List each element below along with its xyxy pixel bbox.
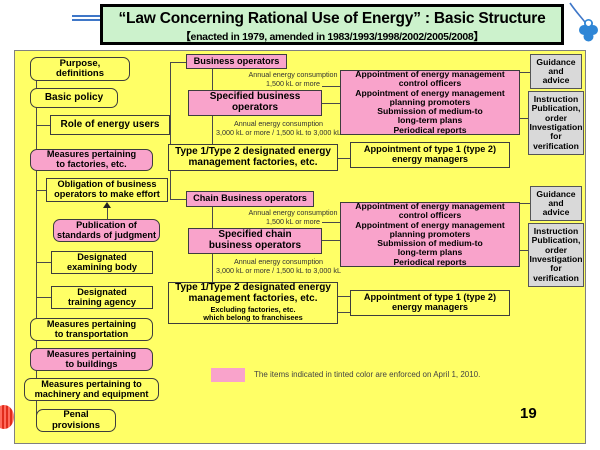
chain-vertical-line [212,207,213,232]
annotation-business-threshold-2: Annual energy consumption 3,000 kL or mo… [216,119,341,137]
node-measures-buildings[interactable]: Measures pertaining to buildings [30,348,153,371]
legend-color-swatch [211,368,245,382]
node-label: Appointment of type 1 (type 2) energy ma… [363,144,497,164]
blue-lines-decoration-icon [72,15,102,22]
node-instruction-publication-order-business[interactable]: Instruction Publication, order Investiga… [528,91,584,155]
node-obligation-of-business-operators[interactable]: Obligation of business operators to make… [46,178,168,202]
node-type1-type2-designated-factories-business[interactable]: Type 1/Type 2 designated energy manageme… [168,144,338,171]
node-label: Publication of standards of judgment [56,219,157,240]
left-branch-line [36,297,51,298]
page-subtitle: 【enacted in 1979, amended in 1983/1993/1… [180,31,484,43]
node-basic-policy[interactable]: Basic policy [30,88,118,108]
node-label: Guidance and advice [536,188,576,218]
chain-vertical-line [212,254,213,283]
node-label: Appointment of type 1 (type 2) energy ma… [363,292,497,312]
duties-connector-line [322,222,340,223]
instruction-connector-line [520,250,530,251]
node-label: Appointment of energy management control… [355,201,505,267]
node-duties-chain-business-operators[interactable]: Appointment of energy management control… [340,201,520,267]
annotation-business-threshold-1: Annual energy consumption 1,500 kL or mo… [248,70,338,88]
node-publication-standards-of-judgment[interactable]: Publication of standards of judgment [53,219,160,242]
clover-decoration-icon [566,2,600,48]
instruction-connector-line [520,118,530,119]
node-label: Appointment of energy management control… [355,69,505,135]
node-penal-provisions[interactable]: Penal provisions [36,409,116,432]
node-measures-machinery-equipment[interactable]: Measures pertaining to machinery and equ… [24,378,159,401]
node-specified-business-operators[interactable]: Specified business operators [188,90,322,116]
duties-connector-line [322,240,340,241]
publication-arrow-line [107,204,108,220]
managers-connector-line [338,312,350,313]
node-role-of-energy-users[interactable]: Role of energy users [50,115,170,135]
node-type1-type2-designated-factories-chain[interactable]: Type 1/Type 2 designated energy manageme… [168,282,338,324]
node-label: Specified business operators [209,91,301,113]
node-business-operators[interactable]: Business operators [186,54,287,69]
node-label: Designated training agency [68,286,136,307]
duties-connector-line [322,86,340,87]
node-appointment-energy-managers-business[interactable]: Appointment of type 1 (type 2) energy ma… [350,142,510,168]
node-label: Guidance and advice [536,56,576,86]
branch-connector-line [170,62,186,63]
left-spine-line [36,78,37,418]
node-label: Purpose, definitions [55,57,105,79]
node-appointment-energy-managers-chain[interactable]: Appointment of type 1 (type 2) energy ma… [350,290,510,316]
branch-connector-line [170,199,186,200]
business-vertical-line [212,69,213,94]
node-label: Instruction Publication, order Investiga… [529,94,583,151]
left-branch-line [36,190,46,191]
node-label: Penal provisions [51,409,101,431]
node-guidance-and-advice-business[interactable]: Guidance and advice [530,54,582,89]
managers-connector-line [338,296,350,297]
node-duties-business-operators[interactable]: Appointment of energy management control… [340,69,520,135]
node-label: Measures pertaining to transportation [46,318,137,339]
node-label: Basic policy [44,91,104,103]
annotation-chain-threshold-2: Annual energy consumption 3,000 kL or mo… [216,257,341,275]
duties-connector-line [322,103,340,104]
node-label: Measures pertaining to machinery and equ… [34,378,149,399]
node-label: Specified chain business operators [208,229,302,251]
factories-trunk-line [170,62,171,199]
business-vertical-line [212,116,213,145]
arrow-up-icon [103,202,111,208]
node-label: Designated examining body [67,251,137,272]
guidance-connector-line [520,203,530,204]
node-label: Obligation of business operators to make… [54,179,160,199]
node-designated-examining-body[interactable]: Designated examining body [51,251,153,274]
node-measures-factories[interactable]: Measures pertaining to factories, etc. [30,149,153,171]
node-sublabel: Excluding factories, etc. which belong t… [203,304,303,323]
node-guidance-and-advice-chain[interactable]: Guidance and advice [530,186,582,221]
left-branch-line [36,262,51,263]
node-label: Chain Business operators [193,193,307,204]
legend-text: The items indicated in tinted color are … [254,370,481,379]
managers-connector-line [338,158,350,159]
red-circle-decoration-icon [0,405,14,429]
node-instruction-publication-order-chain[interactable]: Instruction Publication, order Investiga… [528,223,584,287]
node-specified-chain-business-operators[interactable]: Specified chain business operators [188,228,322,254]
slide-title-banner: “Law Concerning Rational Use of Energy” … [100,4,564,45]
node-label: Type 1/Type 2 designated energy manageme… [175,282,331,304]
node-label: Instruction Publication, order Investiga… [529,226,583,283]
node-label: Measures pertaining to factories, etc. [46,149,137,169]
node-label: Role of energy users [60,118,160,130]
node-chain-business-operators[interactable]: Chain Business operators [186,191,314,207]
page-number: 19 [520,405,537,422]
annotation-chain-threshold-1: Annual energy consumption 1,500 kL or mo… [248,208,338,226]
node-label: Measures pertaining to buildings [46,348,137,369]
node-measures-transportation[interactable]: Measures pertaining to transportation [30,318,153,341]
node-purpose-definitions[interactable]: Purpose, definitions [30,57,130,81]
guidance-connector-line [520,72,530,73]
node-designated-training-agency[interactable]: Designated training agency [51,286,153,309]
page-title: “Law Concerning Rational Use of Energy” … [118,10,546,27]
left-branch-line [36,125,50,126]
node-label: Type 1/Type 2 designated energy manageme… [175,145,331,168]
node-label: Business operators [193,55,280,66]
